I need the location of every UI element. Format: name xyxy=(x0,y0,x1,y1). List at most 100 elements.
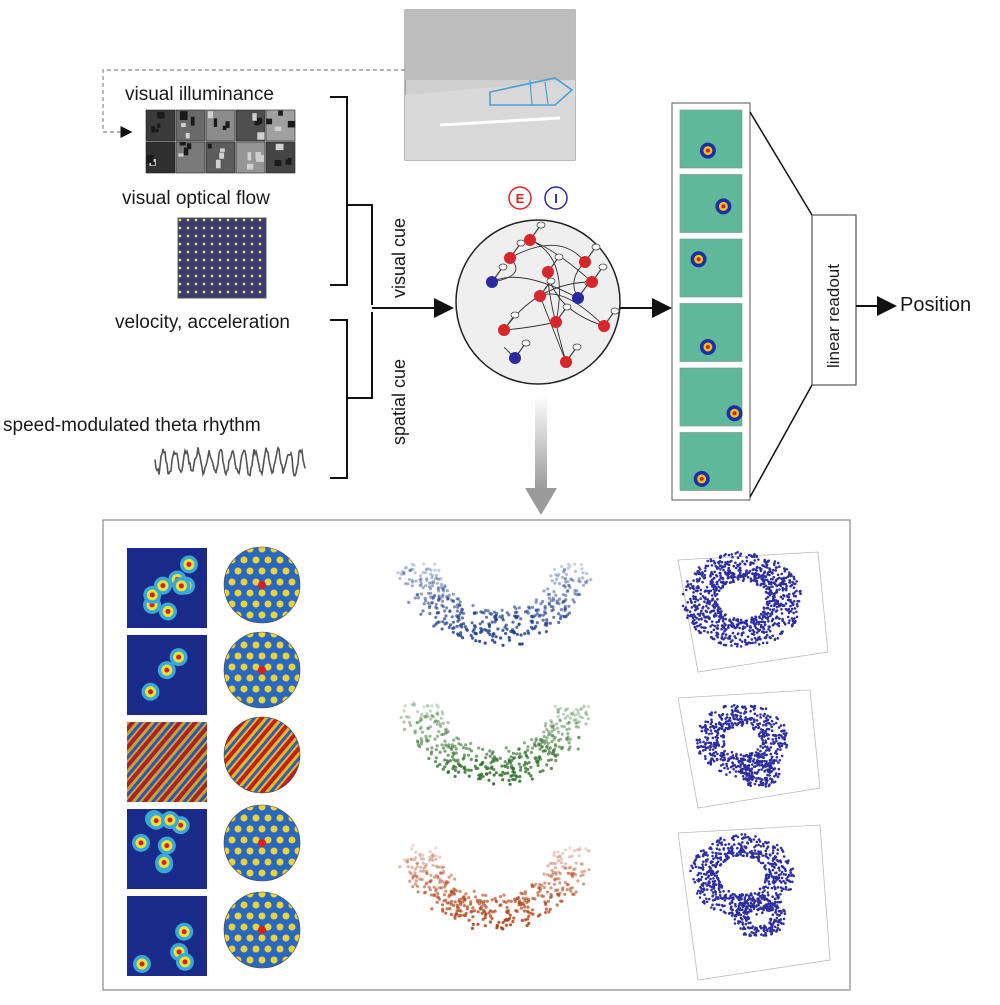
torus-point xyxy=(740,847,743,851)
torus-point xyxy=(739,853,742,856)
velocity-acceleration-label: velocity, acceleration xyxy=(115,312,290,333)
umap-point xyxy=(548,750,552,754)
umap-point xyxy=(430,907,434,911)
ratemap-field xyxy=(186,561,192,567)
torus-point xyxy=(767,628,770,631)
umap-point xyxy=(411,874,415,879)
umap-point xyxy=(444,727,448,731)
umap-point xyxy=(441,593,445,597)
torus-point xyxy=(757,768,761,772)
torus-point xyxy=(708,744,712,748)
torus-point xyxy=(721,735,725,739)
torus-point xyxy=(749,905,753,909)
torus-point xyxy=(718,841,721,845)
torus-point xyxy=(769,777,772,780)
torus-point xyxy=(720,560,724,564)
umap-point xyxy=(408,879,412,883)
torus-point xyxy=(783,570,787,573)
torus-point xyxy=(716,734,719,737)
umap-point xyxy=(538,770,542,774)
umap-point xyxy=(446,721,450,725)
torus-point xyxy=(753,765,756,768)
torus-point xyxy=(741,905,745,909)
torus-point xyxy=(772,722,775,726)
umap-point xyxy=(451,592,455,596)
umap-point xyxy=(455,909,459,913)
umap-point xyxy=(575,721,579,725)
torus-point xyxy=(764,707,768,710)
torus-point xyxy=(692,587,696,591)
umap-projections xyxy=(396,562,593,931)
torus-point xyxy=(731,836,735,839)
torus-point xyxy=(775,623,779,626)
torus-point xyxy=(746,635,750,638)
torus-point xyxy=(742,915,746,918)
torus-point xyxy=(693,880,697,884)
umap-point xyxy=(554,888,558,893)
torus-point xyxy=(721,586,725,589)
autocorr-peak xyxy=(228,836,236,844)
torus-point xyxy=(689,869,692,873)
torus-point xyxy=(712,751,715,755)
umap-point xyxy=(478,898,482,903)
autocorr-peak xyxy=(270,567,278,575)
umap-point xyxy=(507,749,511,753)
torus-point xyxy=(713,590,716,594)
ratemap-field xyxy=(167,817,173,823)
autocorr-peak xyxy=(246,652,254,660)
torus-point xyxy=(724,613,727,616)
umap-point xyxy=(512,916,516,920)
torus-point xyxy=(755,855,759,859)
synapse-terminal xyxy=(498,263,508,271)
umap-point xyxy=(556,707,560,711)
torus-point xyxy=(792,575,796,579)
umap-point xyxy=(549,886,553,890)
umap-point xyxy=(572,867,576,872)
torus-point xyxy=(705,741,708,745)
torus-point xyxy=(781,887,785,891)
torus-point xyxy=(706,631,710,634)
umap-point xyxy=(555,599,560,603)
umap-point xyxy=(546,592,550,597)
umap-point xyxy=(464,892,468,896)
umap-point xyxy=(435,703,439,707)
torus-point xyxy=(703,600,706,603)
torus-point xyxy=(782,587,785,591)
torus-point xyxy=(718,890,722,894)
torus-point xyxy=(691,616,695,619)
torus-point xyxy=(692,579,695,582)
torus-point xyxy=(704,564,708,568)
umap-point xyxy=(552,850,557,855)
umap-point xyxy=(584,722,588,726)
umap-point xyxy=(433,737,437,741)
torus-point xyxy=(704,873,708,876)
torus-point xyxy=(768,926,772,930)
torus-point xyxy=(723,742,726,746)
umap-point xyxy=(557,620,561,625)
torus-point xyxy=(773,622,777,625)
torus-point xyxy=(784,860,788,863)
torus-point xyxy=(769,614,772,618)
torus-point xyxy=(761,897,765,900)
torus-point xyxy=(753,849,757,852)
torus-point xyxy=(733,918,737,921)
torus-point xyxy=(747,835,750,839)
torus-point xyxy=(704,609,708,613)
umap-point xyxy=(478,622,482,626)
torus-point xyxy=(724,561,727,564)
umap-point xyxy=(419,725,423,729)
umap-point xyxy=(421,570,425,575)
umap-point xyxy=(469,900,473,904)
torus-point xyxy=(760,752,764,756)
torus-point xyxy=(732,843,736,846)
torus-point xyxy=(794,594,797,598)
umap-point xyxy=(398,865,402,869)
torus-point xyxy=(771,608,775,611)
torus-point xyxy=(770,875,773,878)
umap-point xyxy=(406,865,410,869)
umap-point xyxy=(569,712,573,716)
torus-point xyxy=(709,741,713,745)
torus-point xyxy=(700,574,704,577)
autocorr-peak xyxy=(240,945,248,953)
torus-point xyxy=(765,600,769,604)
